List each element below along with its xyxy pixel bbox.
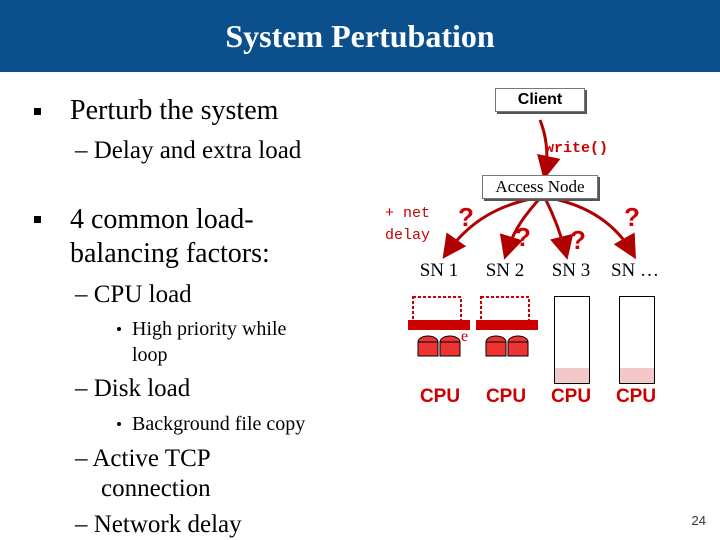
sub-bullet-disk-load: – Disk load xyxy=(75,375,191,402)
access-to-snn-arrow xyxy=(549,196,636,260)
cpu-meter xyxy=(619,296,655,384)
disk-label: e xyxy=(461,328,469,345)
bullet-perturb: Perturb the system xyxy=(70,95,279,126)
bullet-factors-line1: 4 common load- xyxy=(70,204,254,235)
bullet-marker xyxy=(34,216,41,223)
cpu-detail-line2: loop xyxy=(132,344,168,366)
sub-bullet-tcp-line1: – Active TCP xyxy=(75,445,211,472)
page-number: 24 xyxy=(691,513,706,528)
cpu-label: CPU xyxy=(615,386,657,407)
sub-bullet-network-delay: – Network delay xyxy=(75,511,242,538)
question-mark: ? xyxy=(570,225,586,255)
sub-bullet-cpu-load: – CPU load xyxy=(75,281,192,308)
disk-stack-sn1 xyxy=(408,296,470,357)
bullet-factors-line2: balancing factors: xyxy=(70,238,270,269)
bullet-dot xyxy=(117,327,121,331)
bullet-dot xyxy=(117,422,121,426)
storage-node-label: SN 3 xyxy=(551,260,591,281)
slide-title: System Pertubation xyxy=(225,18,495,54)
cpu-detail-line1: High priority while xyxy=(132,318,287,340)
client-node: Client xyxy=(495,88,585,112)
bullet-marker xyxy=(34,108,41,115)
title-bar xyxy=(0,0,720,72)
sub-bullet-tcp-line2: connection xyxy=(101,475,211,502)
net-delay-label-line1: + net xyxy=(385,205,431,222)
cpu-label: CPU xyxy=(419,386,461,407)
cpu-meter xyxy=(554,296,590,384)
disk-stack-sn2 xyxy=(476,296,538,357)
storage-node-label: SN 2 xyxy=(485,260,525,281)
question-mark: ? xyxy=(515,222,531,252)
cpu-meter-fill xyxy=(555,367,589,383)
sub-bullet-delay: – Delay and extra load xyxy=(75,137,302,164)
cpu-meter-fill xyxy=(620,367,654,383)
question-mark: ? xyxy=(624,202,640,232)
cpu-label: CPU xyxy=(485,386,527,407)
net-delay-label-line2: delay xyxy=(385,227,431,244)
access-to-sn3-arrow xyxy=(543,197,574,260)
access-node: Access Node xyxy=(482,175,598,199)
storage-node-label: SN … xyxy=(610,260,660,281)
storage-node-label: SN 1 xyxy=(419,260,459,281)
cpu-label: CPU xyxy=(550,386,592,407)
disk-detail: Background file copy xyxy=(132,413,306,435)
question-mark: ? xyxy=(458,202,474,232)
write-call-label: write() xyxy=(545,140,609,157)
